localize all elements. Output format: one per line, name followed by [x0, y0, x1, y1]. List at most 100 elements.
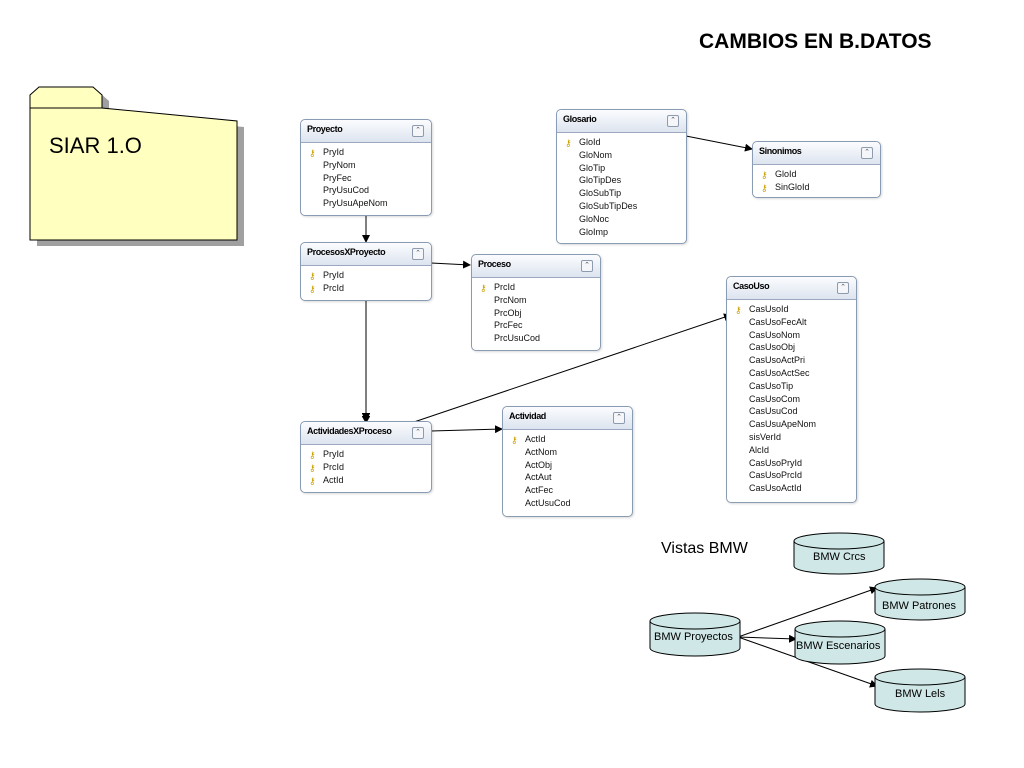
key-icon: ⚷	[480, 283, 487, 293]
field-name: ActAut	[525, 472, 552, 483]
key-icon: ⚷	[761, 182, 768, 193]
entity-field: GloNoc	[557, 213, 686, 226]
entity-field: AlcId	[727, 444, 856, 457]
key-icon: ⚷	[309, 271, 316, 281]
field-name: ActObj	[525, 459, 553, 470]
collapse-icon[interactable]: ⌃	[861, 147, 873, 159]
db-patrones-label: BMW Patrones	[882, 600, 956, 612]
collapse-icon[interactable]: ⌃	[412, 125, 424, 137]
field-name: PryNom	[323, 159, 356, 170]
key-icon: ⚷	[309, 462, 316, 473]
field-name: GloNom	[579, 149, 613, 160]
entity-field: ⚷ PryId	[301, 146, 431, 159]
collapse-icon[interactable]: ⌃	[581, 260, 593, 272]
entity-field: CasUsoObj	[727, 341, 856, 354]
entity-field: PrcObj	[472, 307, 600, 320]
entity-field: GloImp	[557, 226, 686, 239]
entity-field: ActObj	[503, 459, 632, 472]
db-escenarios-shape	[794, 620, 886, 665]
entity-field: CasUsoNom	[727, 329, 856, 342]
entity-field: ⚷ ActId	[301, 474, 431, 487]
entity-field: ⚷CasUsoId	[727, 303, 856, 316]
entity-procesos-x-proyecto[interactable]: ProcesosXProyecto⌃ ⚷PryId⚷PrcId	[300, 242, 432, 301]
entity-sinonimos[interactable]: Sinonimos ⌃ ⚷ GloId ⚷ SinGloId	[752, 141, 881, 198]
entity-field: GloSubTipDes	[557, 200, 686, 213]
collapse-icon[interactable]: ⌃	[412, 248, 424, 260]
field-name: ActId	[323, 474, 344, 485]
entity-actividades-x-proceso[interactable]: ActividadesXProceso ⌃ ⚷PryId⚷PrcId⚷ ActId	[300, 421, 432, 493]
entity-field: GloNom	[557, 149, 686, 162]
entity-field: ⚷PrcId	[301, 461, 431, 474]
field-name: GloTip	[579, 162, 606, 173]
entity-field: ⚷ GloId	[753, 168, 880, 181]
field-name: CasUsoActPri	[749, 355, 806, 366]
field-name: PryFec	[323, 172, 352, 183]
key-icon: ⚷	[565, 138, 572, 148]
entity-field: ⚷ PryId	[301, 269, 431, 282]
entity-field: ⚷ SinGloId	[753, 181, 880, 194]
entity-name: ActividadesXProceso	[307, 426, 392, 436]
field-name: ActFec	[525, 485, 554, 496]
entity-name: Sinonimos	[759, 146, 802, 156]
collapse-icon[interactable]: ⌃	[412, 427, 424, 439]
entity-field: PrcNom	[472, 294, 600, 307]
entity-field: ⚷ GloId	[557, 136, 686, 149]
entity-field: ⚷ActId	[503, 433, 632, 446]
field-name: CasUsoNom	[749, 329, 801, 340]
entity-field: PryFec	[301, 172, 431, 185]
field-name: CasUsoObj	[749, 342, 796, 353]
entity-field: PryUsuCod	[301, 184, 431, 197]
field-name: GloId	[579, 137, 601, 147]
field-name: GloId	[775, 169, 797, 179]
field-name: PryId	[323, 147, 345, 157]
entity-name: Proceso	[478, 259, 511, 269]
field-name: SinGloId	[775, 181, 810, 192]
folder-label: SIAR 1.O	[49, 133, 142, 158]
field-name: PryId	[323, 270, 345, 280]
key-icon: ⚷	[309, 450, 316, 460]
field-name: PryUsuApeNom	[323, 198, 388, 209]
field-name: PrcUsuCod	[494, 333, 541, 344]
db-patrones-shape	[874, 578, 966, 621]
field-name: GloSubTipDes	[579, 200, 638, 211]
field-name: PrcObj	[494, 307, 522, 318]
collapse-icon[interactable]: ⌃	[837, 282, 849, 294]
db-lels-shape	[874, 668, 966, 713]
entity-field: ⚷ PrcId	[472, 281, 600, 294]
entity-field: CasUsoActPri	[727, 354, 856, 367]
field-name: ActNom	[525, 446, 558, 457]
entity-field: ActFec	[503, 484, 632, 497]
field-name: PrcId	[494, 282, 516, 292]
entity-field: ActUsuCod	[503, 497, 632, 510]
entity-field: ⚷PryId	[301, 448, 431, 461]
field-name: ActId	[525, 434, 546, 444]
folder-shape	[29, 86, 244, 246]
entity-field: CasUsoActId	[727, 482, 856, 495]
collapse-icon[interactable]: ⌃	[667, 115, 679, 127]
entity-field: PryUsuApeNom	[301, 197, 431, 210]
field-name: CasUsoPryId	[749, 457, 803, 468]
db-escenarios-label: BMW Escenarios	[796, 640, 881, 652]
db-crcs-shape	[793, 532, 885, 575]
entity-name: CasoUso	[733, 281, 770, 291]
key-icon: ⚷	[309, 475, 316, 486]
key-icon: ⚷	[761, 170, 768, 180]
entity-name: Actividad	[509, 411, 546, 421]
entity-field: CasUsuApeNom	[727, 418, 856, 431]
entity-field: GloSubTip	[557, 187, 686, 200]
db-proyectos-label: BMW Proyectos	[654, 631, 733, 643]
key-icon: ⚷	[309, 283, 316, 294]
field-name: PrcFec	[494, 320, 523, 331]
field-name: CasUsoCom	[749, 393, 801, 404]
collapse-icon[interactable]: ⌃	[613, 412, 625, 424]
key-icon: ⚷	[309, 148, 316, 158]
entity-field: PrcUsuCod	[472, 332, 600, 345]
field-name: PrcId	[323, 282, 345, 293]
key-icon: ⚷	[735, 305, 742, 315]
